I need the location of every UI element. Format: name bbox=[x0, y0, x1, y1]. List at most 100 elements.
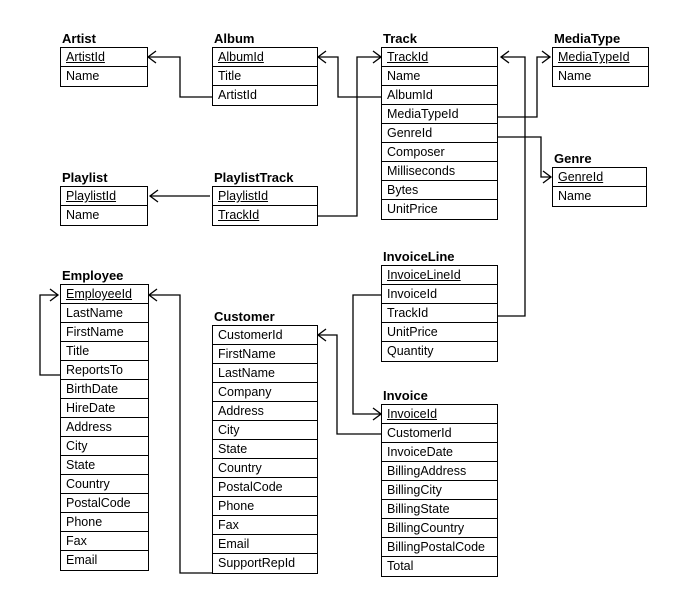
field-albumid: AlbumId bbox=[382, 86, 497, 105]
field-name: Name bbox=[66, 208, 100, 222]
table-invoice: Invoice InvoiceId CustomerId InvoiceDate… bbox=[381, 388, 498, 577]
field-quantity: Quantity bbox=[387, 344, 434, 358]
field-genreid: GenreId bbox=[382, 124, 497, 143]
table-playlisttrack: PlaylistTrack PlaylistId TrackId bbox=[212, 170, 318, 226]
field-playlistid: PlaylistId bbox=[213, 187, 317, 206]
arrow-track-right bbox=[499, 50, 510, 64]
rel-invoice-customer bbox=[318, 334, 381, 435]
arrow-employee-right bbox=[147, 288, 158, 302]
field-unitprice: UnitPrice bbox=[387, 202, 438, 216]
field-billingcountry: BillingCountry bbox=[382, 519, 497, 538]
field-name: Name bbox=[558, 69, 592, 83]
table-employee: Employee EmployeeId LastName FirstName T… bbox=[60, 268, 149, 571]
arrow-artist bbox=[146, 50, 157, 64]
table-track: Track TrackId Name AlbumId MediaTypeId G… bbox=[381, 31, 498, 220]
field-invoicedate: InvoiceDate bbox=[382, 443, 497, 462]
field-email: Email bbox=[213, 535, 317, 554]
field-milliseconds: Milliseconds bbox=[382, 162, 497, 181]
field-lastname: LastName bbox=[213, 364, 317, 383]
field-firstname: FirstName bbox=[61, 323, 148, 342]
arrow-genre bbox=[542, 170, 553, 184]
field-title: Title bbox=[61, 342, 148, 361]
field-genreid: GenreId bbox=[553, 168, 646, 187]
field-supportrepid: SupportRepId bbox=[218, 556, 296, 570]
field-state: State bbox=[61, 456, 148, 475]
table-title: Track bbox=[383, 31, 417, 46]
table-title: Employee bbox=[62, 268, 124, 283]
field-phone: Phone bbox=[213, 497, 317, 516]
arrow-playlist bbox=[148, 189, 159, 203]
field-postalcode: PostalCode bbox=[61, 494, 148, 513]
arrow-employee-left bbox=[49, 288, 60, 302]
field-employeeid: EmployeeId bbox=[61, 285, 148, 304]
field-albumid: AlbumId bbox=[213, 48, 317, 67]
field-artistid: ArtistId bbox=[218, 88, 257, 102]
field-mediatypeid: MediaTypeId bbox=[382, 105, 497, 124]
rel-customer-employee bbox=[149, 294, 212, 574]
table-title: Customer bbox=[214, 309, 275, 324]
field-bytes: Bytes bbox=[382, 181, 497, 200]
field-title: Title bbox=[213, 67, 317, 86]
table-album: Album AlbumId Title ArtistId bbox=[212, 31, 318, 106]
table-title: Invoice bbox=[383, 388, 428, 403]
rel-track-album bbox=[318, 56, 381, 98]
table-title: Artist bbox=[62, 31, 96, 46]
field-mediatypeid: MediaTypeId bbox=[553, 48, 648, 67]
field-state: State bbox=[213, 440, 317, 459]
field-billingstate: BillingState bbox=[382, 500, 497, 519]
field-trackid: TrackId bbox=[382, 48, 497, 67]
field-birthdate: BirthDate bbox=[61, 380, 148, 399]
table-customer: Customer CustomerId FirstName LastName C… bbox=[212, 309, 318, 574]
field-name: Name bbox=[382, 67, 497, 86]
field-customerid: CustomerId bbox=[382, 424, 497, 443]
field-total: Total bbox=[387, 559, 414, 573]
field-firstname: FirstName bbox=[213, 345, 317, 364]
field-lastname: LastName bbox=[61, 304, 148, 323]
table-mediatype: MediaType MediaTypeId Name bbox=[552, 31, 649, 87]
field-phone: Phone bbox=[61, 513, 148, 532]
table-invoiceline: InvoiceLine InvoiceLineId InvoiceId Trac… bbox=[381, 249, 498, 362]
field-city: City bbox=[213, 421, 317, 440]
rel-employee-reportsto bbox=[39, 294, 60, 376]
field-country: Country bbox=[213, 459, 317, 478]
table-title: Playlist bbox=[62, 170, 108, 185]
field-trackid: TrackId bbox=[382, 304, 497, 323]
field-customerid: CustomerId bbox=[213, 326, 317, 345]
rel-invoiceline-invoice bbox=[352, 294, 381, 415]
field-address: Address bbox=[61, 418, 148, 437]
field-invoiceid: InvoiceId bbox=[382, 405, 497, 424]
table-artist: Artist ArtistId Name bbox=[60, 31, 148, 87]
field-fax: Fax bbox=[213, 516, 317, 535]
field-name: Name bbox=[558, 189, 592, 203]
field-email: Email bbox=[66, 553, 98, 567]
rel-album-artist bbox=[148, 56, 218, 98]
field-city: City bbox=[61, 437, 148, 456]
rel-invoiceline-track bbox=[498, 56, 526, 317]
arrow-track-left bbox=[372, 50, 383, 64]
table-title: Album bbox=[214, 31, 255, 46]
field-unitprice: UnitPrice bbox=[382, 323, 497, 342]
field-invoiceid: InvoiceId bbox=[382, 285, 497, 304]
arrow-mediatype bbox=[541, 50, 552, 64]
field-reportsto: ReportsTo bbox=[61, 361, 148, 380]
table-title: PlaylistTrack bbox=[214, 170, 294, 185]
field-billingaddress: BillingAddress bbox=[382, 462, 497, 481]
field-fax: Fax bbox=[61, 532, 148, 551]
table-title: Genre bbox=[554, 151, 592, 166]
rel-track-mediatype bbox=[498, 56, 550, 118]
table-playlist: Playlist PlaylistId Name bbox=[60, 170, 148, 226]
field-trackid: TrackId bbox=[218, 208, 260, 222]
field-invoicelineid: InvoiceLineId bbox=[382, 266, 497, 285]
field-playlistid: PlaylistId bbox=[61, 187, 147, 206]
field-hiredate: HireDate bbox=[61, 399, 148, 418]
field-artistid: ArtistId bbox=[61, 48, 147, 67]
table-title: InvoiceLine bbox=[383, 249, 455, 264]
field-composer: Composer bbox=[382, 143, 497, 162]
arrow-customer bbox=[316, 328, 327, 342]
field-postalcode: PostalCode bbox=[213, 478, 317, 497]
arrow-album bbox=[316, 50, 327, 64]
table-genre: Genre GenreId Name bbox=[552, 151, 647, 207]
field-billingcity: BillingCity bbox=[382, 481, 497, 500]
field-country: Country bbox=[61, 475, 148, 494]
rel-track-genre bbox=[498, 136, 551, 178]
